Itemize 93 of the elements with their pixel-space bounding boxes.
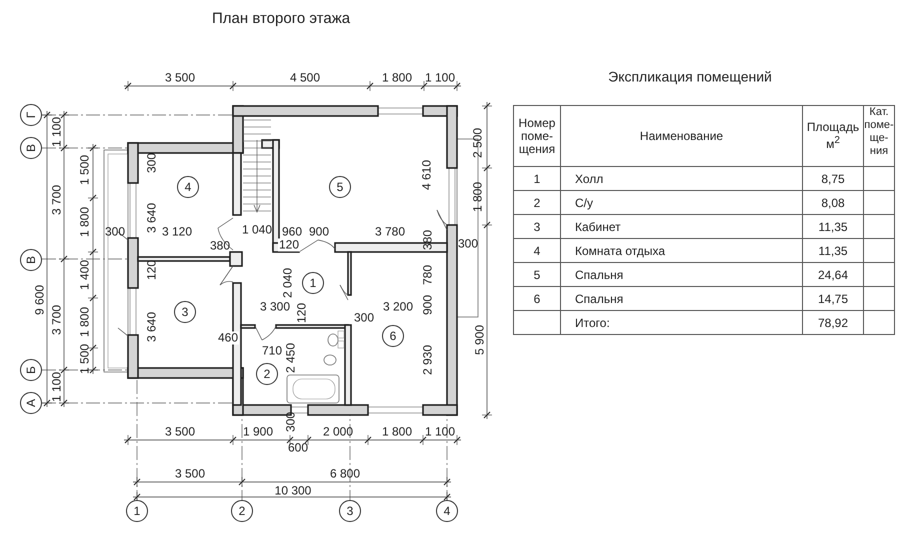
column-header: Площадь м$^{2}$	[806, 121, 860, 151]
room-name: С/у	[575, 196, 593, 210]
dimension-text: 3 780	[374, 226, 406, 238]
dimension-text: 780	[422, 264, 434, 286]
dimension-text: 1 800	[382, 72, 412, 84]
dimension-text: 600	[288, 442, 308, 454]
room-area: 11,35	[818, 220, 848, 234]
dimension-text: 3 500	[164, 72, 196, 84]
dimension-text: 300	[146, 152, 158, 174]
dimension-text: 300	[458, 238, 478, 250]
room-number-marker: 2	[256, 363, 278, 385]
room-name: Комната отдыха	[575, 244, 665, 258]
dimension-text: 2 040	[282, 268, 294, 298]
dimension-text: 1 400	[78, 260, 92, 290]
dimension-text: 1 800	[78, 206, 92, 238]
dimension-text: 380	[210, 240, 230, 252]
axis-marker: А	[20, 392, 42, 414]
dimension-text: 900	[308, 226, 330, 238]
dimension-text: 2 500	[472, 128, 484, 158]
dimension-text: 10 300	[274, 484, 312, 498]
dimension-text: 1 800	[78, 306, 92, 338]
dimension-text: 710	[262, 344, 282, 358]
dimension-text: 3 500	[174, 468, 206, 480]
axis-marker: Г	[20, 104, 42, 126]
dimension-text: 1 900	[242, 426, 274, 438]
axis-marker: В	[20, 249, 42, 271]
column-header: Кат. поме- ще- ния	[864, 106, 894, 158]
room-name: Спальня	[575, 292, 624, 306]
room-name: Холл	[575, 172, 604, 186]
axis-marker: 4	[436, 500, 458, 522]
dimension-text: 1 800	[382, 426, 412, 438]
axis-marker: 1	[126, 500, 148, 522]
dimension-text: 120	[296, 302, 308, 324]
column-header: Номер поме- щения	[518, 116, 556, 156]
dimension-text: 4 500	[290, 72, 320, 84]
room-number-marker: 5	[329, 176, 351, 198]
dimension-text: 120	[278, 238, 300, 252]
dimension-text: 5 900	[474, 324, 486, 356]
room-name: Итого:	[575, 316, 610, 330]
dimension-text: 1 100	[424, 72, 456, 84]
dimension-text: 2 930	[422, 344, 434, 376]
dimension-text: 2 000	[322, 426, 354, 438]
dimension-text: 1 100	[50, 116, 64, 148]
dimension-text: 3 120	[162, 226, 192, 238]
dimension-text: 460	[216, 332, 240, 344]
dimension-text: 960	[282, 226, 302, 238]
room-number: 4	[534, 244, 540, 258]
dimension-text: 3 300	[260, 300, 290, 314]
room-area: 8,08	[821, 196, 845, 210]
dimension-text: 3 700	[50, 304, 64, 336]
room-area: 24,64	[818, 268, 848, 282]
dimension-text: 1 100	[50, 372, 64, 402]
dimension-text: 3 700	[50, 184, 64, 216]
room-number-marker: 6	[382, 325, 404, 347]
axis-marker: 2	[231, 500, 253, 522]
room-number: 2	[534, 196, 540, 210]
dimension-text: 900	[422, 294, 434, 316]
room-area: 14,75	[818, 292, 848, 306]
room-area: 11,35	[818, 244, 848, 258]
room-number: 1	[534, 172, 540, 186]
room-area: 78,92	[818, 316, 848, 330]
dimension-text: 3 640	[146, 312, 158, 342]
room-number: 5	[534, 268, 540, 282]
dimension-text: 3 500	[164, 426, 196, 438]
dimension-text: 1 100	[424, 426, 456, 438]
dimension-text: 1 040	[242, 224, 272, 236]
room-number: 6	[534, 292, 540, 306]
dimension-text: 1 800	[472, 182, 484, 212]
dimension-text: 300	[104, 226, 126, 238]
dimension-text: 3 640	[146, 202, 158, 234]
table-title: Экспликация помещений	[608, 70, 772, 84]
axis-marker: 3	[339, 500, 361, 522]
room-name: Кабинет	[575, 220, 621, 234]
column-header: Наименование	[640, 129, 724, 143]
dimension-text: 3 200	[382, 300, 414, 314]
dimension-text: 6 800	[330, 468, 360, 480]
axis-marker: Б	[20, 359, 42, 381]
room-number-marker: 3	[174, 301, 196, 323]
room-name: Спальня	[575, 268, 624, 282]
room-number: 3	[534, 220, 540, 234]
dimension-text: 380	[422, 230, 434, 250]
axis-marker: В	[20, 137, 42, 159]
dimension-text: 4 610	[420, 160, 434, 190]
dimension-text: 2 450	[284, 342, 298, 374]
plan-title: План второго этажа	[212, 10, 350, 27]
dimension-text: 300	[284, 412, 298, 432]
dimension-text: 1 500	[78, 344, 92, 374]
dimension-text: 9 600	[34, 284, 46, 316]
dimension-text: 300	[354, 312, 374, 324]
dimension-text: 1 500	[78, 154, 92, 186]
room-number-marker: 1	[302, 272, 324, 294]
room-area: 8,75	[821, 172, 845, 186]
room-number-marker: 4	[177, 176, 199, 198]
